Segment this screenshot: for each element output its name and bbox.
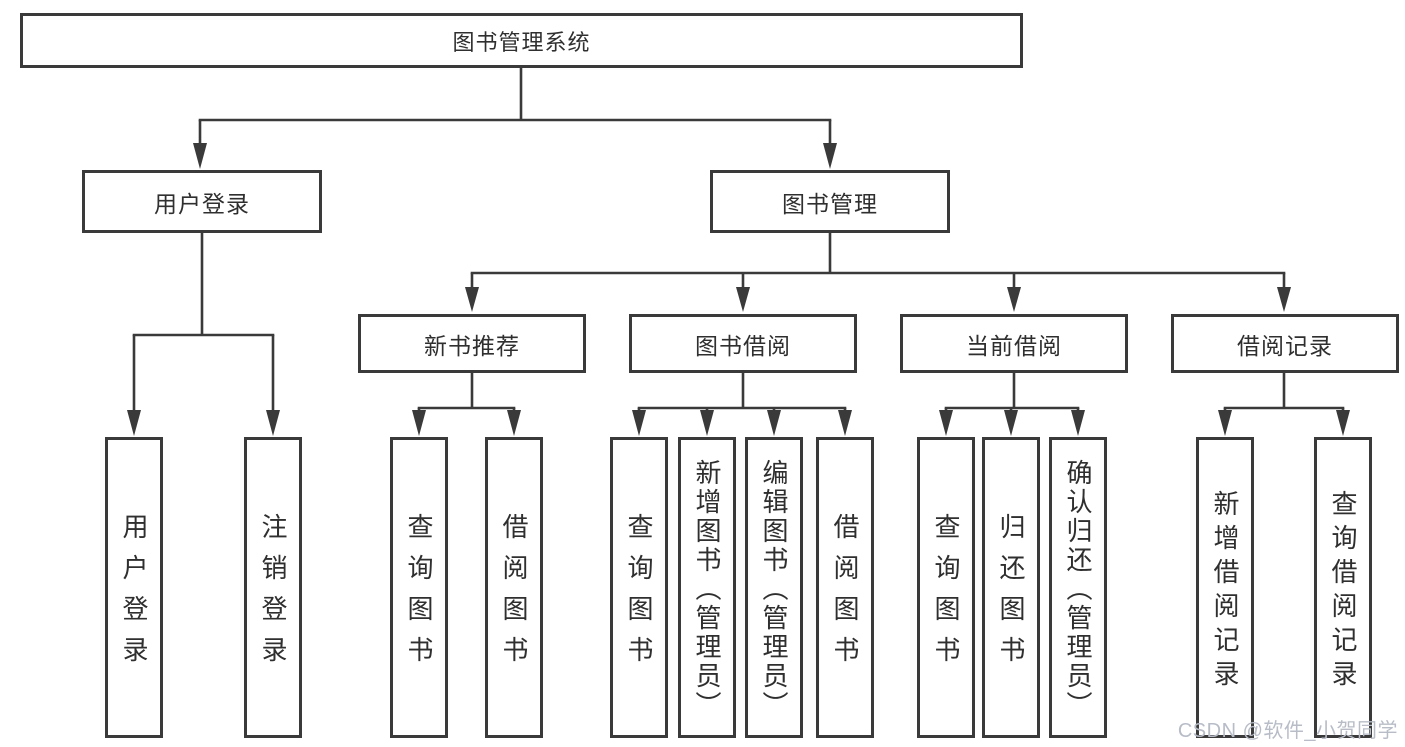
leaf-query-books-3: 查询图书 <box>917 437 975 738</box>
leaf-edit-books-admin: 编辑图书（管理员） <box>745 437 803 738</box>
arrowhead <box>412 410 426 436</box>
arrowhead <box>700 410 714 436</box>
node-system-root: 图书管理系统 <box>20 13 1023 68</box>
arrowhead <box>266 410 280 436</box>
node-new-book-recommend: 新书推荐 <box>358 314 586 373</box>
leaf-add-borrow-record: 新增借阅记录 <box>1196 437 1254 738</box>
arrowhead <box>823 143 837 169</box>
connector-records-to-leaves <box>1218 373 1350 436</box>
node-book-borrow: 图书借阅 <box>629 314 857 373</box>
arrowhead <box>1071 410 1085 436</box>
node-user-login: 用户登录 <box>82 170 322 233</box>
leaf-confirm-return-admin: 确认归还（管理员） <box>1049 437 1107 738</box>
arrowhead <box>1218 410 1232 436</box>
node-borrow-records: 借阅记录 <box>1171 314 1399 373</box>
leaf-query-borrow-record: 查询借阅记录 <box>1314 437 1372 738</box>
connector-login-to-leaves <box>127 233 280 436</box>
connector-newbooks-to-leaves <box>412 373 521 436</box>
leaf-borrow-books-1: 借阅图书 <box>485 437 543 738</box>
leaf-add-books-admin: 新增图书（管理员） <box>678 437 736 738</box>
leaf-borrow-books-2: 借阅图书 <box>816 437 874 738</box>
arrowhead <box>736 287 750 312</box>
arrowhead <box>127 410 141 436</box>
arrowhead <box>465 287 479 312</box>
connector-bookmgmt-to-modules <box>465 233 1291 312</box>
arrowhead <box>838 410 852 436</box>
node-current-borrow: 当前借阅 <box>900 314 1128 373</box>
leaf-query-books-1: 查询图书 <box>390 437 448 738</box>
connector-borrow-to-leaves <box>632 373 852 436</box>
arrowhead <box>767 410 781 436</box>
node-book-management: 图书管理 <box>710 170 950 233</box>
leaf-return-books: 归还图书 <box>982 437 1040 738</box>
arrowhead <box>1277 287 1291 312</box>
connector-current-to-leaves <box>939 373 1085 436</box>
arrowhead <box>507 410 521 436</box>
arrowhead <box>939 410 953 436</box>
arrowhead <box>1004 410 1018 436</box>
connector-root-to-level2 <box>193 68 837 169</box>
leaf-query-books-2: 查询图书 <box>610 437 668 738</box>
arrowhead <box>632 410 646 436</box>
arrowhead <box>1336 410 1350 436</box>
watermark: CSDN @软件_小贺同学 <box>1177 720 1398 742</box>
leaf-user-login: 用户登录 <box>105 437 163 738</box>
leaf-logout: 注销登录 <box>244 437 302 738</box>
arrowhead <box>1007 287 1021 312</box>
arrowhead <box>193 143 207 169</box>
